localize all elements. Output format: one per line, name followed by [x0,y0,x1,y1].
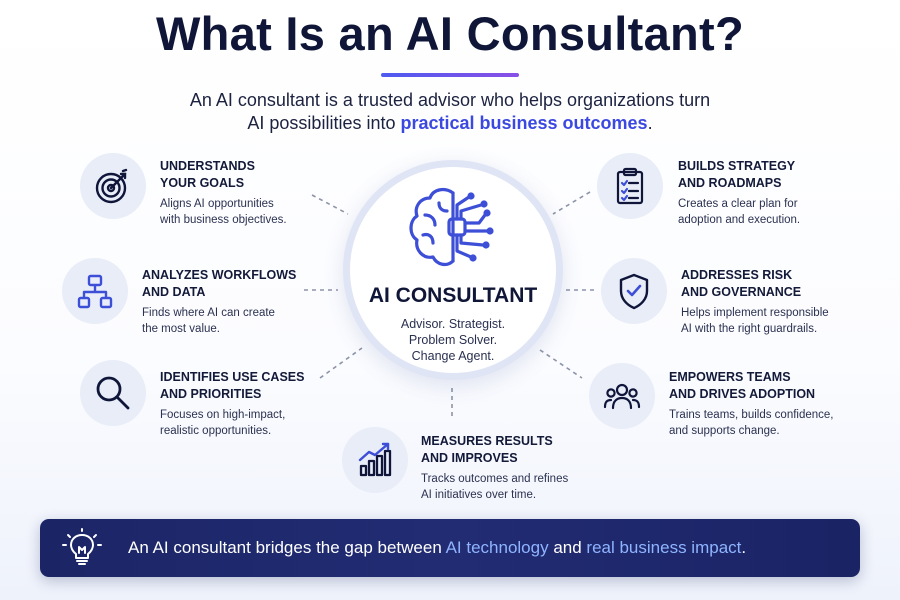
feature-desc-line: Finds where AI can create [142,307,275,319]
feature-title-line: AND DRIVES ADOPTION [669,387,816,401]
feature-title: EMPOWERS TEAMS AND DRIVES ADOPTION [669,369,834,403]
feature-title-line: AND PRIORITIES [160,387,262,401]
feature-desc-line: adoption and execution. [678,214,801,226]
goals-icon-circle [80,153,146,219]
page-title: What Is an AI Consultant? [155,7,745,60]
feature-builds-strategy: BUILDS STRATEGY AND ROADMAPS Creates a c… [678,158,800,228]
feature-desc-line: with business objectives. [160,214,287,226]
feature-title-line: BUILDS STRATEGY [678,159,796,173]
hub-title: AI CONSULTANT [368,284,538,307]
banner-suffix: . [741,538,747,557]
feature-empowers-teams: EMPOWERS TEAMS AND DRIVES ADOPTION Train… [669,369,834,439]
feature-desc-line: Trains teams, builds confidence, [669,409,834,421]
subtitle-suffix: . [647,113,653,133]
feature-title-line: EMPOWERS TEAMS [669,370,791,384]
feature-identifies-use-cases: IDENTIFIES USE CASES AND PRIORITIES Focu… [160,369,304,439]
banner-highlight-technology: AI technology [445,538,549,557]
feature-title-line: AND ROADMAPS [678,176,782,190]
subtitle-line-2: AI possibilities into practical business… [0,112,900,135]
banner-middle: and [548,538,587,557]
subtitle-line-1: An AI consultant is a trusted advisor wh… [189,90,711,110]
feature-title-line: ADDRESSES RISK [681,268,793,282]
lightbulb-icon [62,528,102,565]
page-subtitle: An AI consultant is a trusted advisor wh… [0,89,900,135]
feature-desc-line: Focuses on high-impact, [160,409,286,421]
hub-tagline-line: Advisor. Strategist. [400,317,506,331]
feature-desc-line: Aligns AI opportunities [160,198,274,210]
flowchart-icon [77,274,113,309]
risk-icon-circle [601,258,667,324]
feature-title: BUILDS STRATEGY AND ROADMAPS [678,158,800,192]
connector-teams [539,349,583,379]
clipboard-checklist-icon [616,167,644,205]
feature-title-line: ANALYZES WORKFLOWS [142,268,297,282]
feature-desc-line: the most value. [142,323,220,335]
hub-tagline-line: Problem Solver. [408,333,498,347]
feature-desc-line: Creates a clear plan for [678,198,798,210]
feature-title: IDENTIFIES USE CASES AND PRIORITIES [160,369,304,403]
feature-description: Aligns AI opportunities with business ob… [160,196,287,228]
feature-description: Tracks outcomes and refines AI initiativ… [421,471,568,503]
target-icon [95,168,128,204]
feature-title-line: YOUR GOALS [160,176,245,190]
feature-desc-line: AI initiatives over time. [421,489,537,501]
feature-description: Helps implement responsible AI with the … [681,305,829,337]
feature-title: ANALYZES WORKFLOWS AND DATA [142,267,296,301]
shield-check-icon [619,273,649,310]
feature-desc-line: and supports change. [669,425,780,437]
hub-tagline-line: Change Agent. [411,349,495,363]
banner-text: An AI consultant bridges the gap between… [128,538,746,558]
feature-description: Focuses on high-impact, realistic opport… [160,407,304,439]
subtitle-highlight: practical business outcomes [400,113,648,133]
feature-title-line: AND GOVERNANCE [681,285,802,299]
feature-title-line: IDENTIFIES USE CASES [160,370,305,384]
connector-strategy [552,191,591,215]
strategy-icon-circle [597,153,663,219]
feature-title: MEASURES RESULTS AND IMPROVES [421,433,568,467]
feature-analyzes-workflows: ANALYZES WORKFLOWS AND DATA Finds where … [142,267,296,337]
feature-description: Trains teams, builds confidence, and sup… [669,407,834,439]
banner-prefix: An AI consultant bridges the gap between [128,538,446,557]
growth-chart-icon [358,442,392,477]
subtitle-prefix: AI possibilities into [247,113,401,133]
teams-icon-circle [589,363,655,429]
connector-goals [311,194,349,215]
magnifier-icon [96,376,130,410]
feature-desc-line: Helps implement responsible [681,307,829,319]
feature-title: ADDRESSES RISK AND GOVERNANCE [681,267,829,301]
banner-highlight-impact: real business impact [586,538,742,557]
feature-addresses-risk: ADDRESSES RISK AND GOVERNANCE Helps impl… [681,267,829,337]
feature-description: Finds where AI can create the most value… [142,305,296,337]
summary-banner: An AI consultant bridges the gap between… [40,519,860,577]
feature-title: UNDERSTANDS YOUR GOALS [160,158,287,192]
usecases-icon-circle [80,360,146,426]
measures-icon-circle [342,427,408,493]
hub-tagline: Advisor. Strategist. Problem Solver. Cha… [350,316,556,364]
workflows-icon-circle [62,258,128,324]
ai-consultant-hub: AI CONSULTANT Advisor. Strategist. Probl… [343,160,563,380]
feature-measures-results: MEASURES RESULTS AND IMPROVES Tracks out… [421,433,568,503]
title-underline [381,73,519,77]
feature-title-line: MEASURES RESULTS [421,434,553,448]
brain-circuit-icon [409,187,494,267]
feature-title-line: AND IMPROVES [421,451,518,465]
feature-desc-line: realistic opportunities. [160,425,272,437]
team-icon [603,383,641,410]
feature-desc-line: Tracks outcomes and refines [421,473,569,485]
connector-usecases [319,347,363,379]
feature-description: Creates a clear plan for adoption and ex… [678,196,800,228]
feature-understands-goals: UNDERSTANDS YOUR GOALS Aligns AI opportu… [160,158,287,228]
feature-desc-line: AI with the right guardrails. [681,323,818,335]
feature-title-line: AND DATA [142,285,206,299]
feature-title-line: UNDERSTANDS [160,159,255,173]
